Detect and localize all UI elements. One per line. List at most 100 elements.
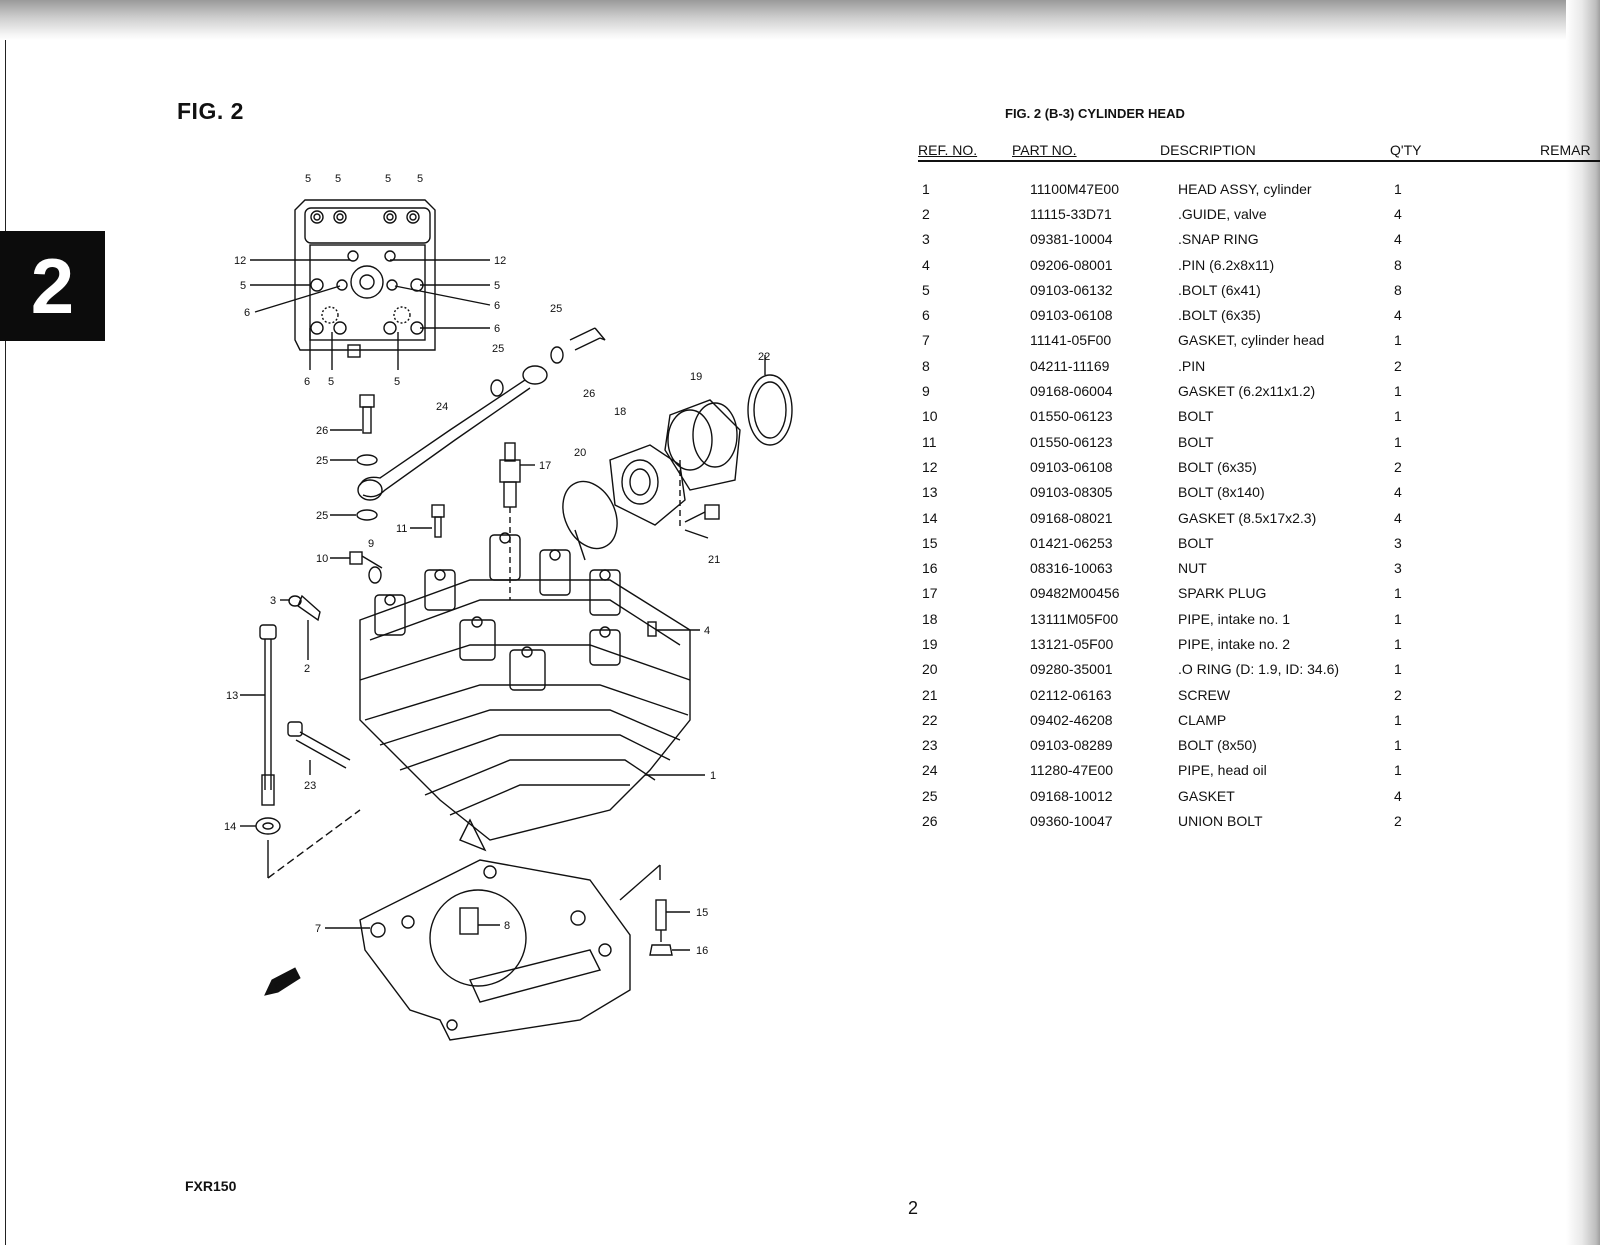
cell-part-no: 09280-35001 (1030, 661, 1113, 678)
cell-description: .BOLT (6x35) (1178, 307, 1261, 324)
cell-remarks (1540, 631, 1600, 656)
cell-part-no: 09168-06004 (1030, 383, 1113, 400)
forward-arrow-icon: FWD (264, 967, 301, 996)
cell-ref-no: 6 (922, 307, 930, 324)
cell-remarks (1540, 733, 1600, 758)
cell-remarks (1540, 657, 1600, 682)
cell-qty: 4 (1394, 787, 1402, 804)
callout: 5 (417, 173, 423, 185)
cell-part-no: 01421-06253 (1030, 534, 1113, 551)
cell-part-no: 11115-33D71 (1030, 205, 1112, 222)
cell-description: .O RING (D: 1.9, ID: 34.6) (1178, 661, 1340, 678)
cell-ref-no: 21 (922, 686, 938, 703)
figure-label: FIG. 2 (177, 98, 244, 124)
cell-ref-no: 17 (922, 585, 938, 602)
callouts: 5 5 5 5 12 12 5 5 6 6 6 6 5 5 25 25 26 2… (224, 173, 770, 957)
cell-description: SCREW (1178, 686, 1231, 703)
cell-description: BOLT (6x35) (1178, 458, 1257, 475)
cell-qty: 2 (1394, 458, 1402, 475)
cell-ref-no: 15 (922, 534, 938, 551)
cell-qty: 3 (1394, 560, 1402, 577)
cell-description: PIPE, head oil (1178, 762, 1267, 779)
cell-qty: 4 (1394, 205, 1402, 222)
cell-ref-no: 13 (922, 484, 938, 501)
callout: 12 (234, 255, 246, 267)
header-remarks: REMAR (1540, 140, 1600, 162)
cell-ref-no: 24 (922, 762, 938, 779)
callout: 1 (710, 770, 716, 782)
cell-part-no: 02112-06163 (1030, 686, 1112, 703)
cell-qty: 1 (1394, 661, 1402, 678)
section-tab: 2 (0, 231, 105, 341)
cell-qty: 2 (1394, 357, 1402, 374)
cell-remarks (1540, 480, 1600, 505)
cell-ref-no: 5 (922, 281, 930, 298)
head-gasket (325, 859, 661, 1041)
cell-description: NUT (1178, 560, 1207, 577)
callout: 6 (494, 323, 500, 335)
cell-ref-no: 16 (922, 560, 938, 577)
cell-ref-no: 4 (922, 256, 930, 273)
cell-qty: 1 (1394, 635, 1402, 652)
cell-remarks (1540, 161, 1600, 201)
callout: 7 (315, 923, 321, 935)
cell-remarks (1540, 429, 1600, 454)
cell-remarks (1540, 606, 1600, 631)
cell-qty: 1 (1394, 332, 1402, 349)
cell-description: BOLT (8x140) (1178, 484, 1265, 501)
callout: 22 (758, 351, 770, 363)
cell-qty: 1 (1394, 762, 1402, 779)
cylinder-head-body (359, 532, 705, 852)
cell-description: PIPE, intake no. 2 (1178, 635, 1291, 652)
cell-part-no: 09103-06108 (1030, 307, 1113, 324)
model-name: FXR150 (185, 1178, 237, 1194)
cell-description: .SNAP RING (1178, 231, 1259, 248)
cell-qty: 1 (1394, 180, 1402, 197)
cell-qty: 3 (1394, 534, 1402, 551)
cell-part-no: 09168-08021 (1030, 509, 1113, 526)
callout: 5 (328, 376, 334, 388)
cell-remarks (1540, 454, 1600, 479)
cell-part-no: 09103-06108 (1030, 458, 1113, 475)
cell-remarks (1540, 758, 1600, 783)
cell-qty: 1 (1394, 408, 1402, 425)
cell-qty: 8 (1394, 281, 1402, 298)
header-qty: Q'TY (1390, 140, 1540, 162)
callout: 8 (504, 920, 510, 932)
cell-remarks (1540, 808, 1600, 833)
cell-part-no: 09482M00456 (1030, 585, 1120, 602)
callout: 16 (696, 945, 708, 957)
cell-part-no: 09381-10004 (1030, 231, 1113, 248)
callout: 6 (304, 376, 310, 388)
callout: 11 (396, 523, 407, 535)
cell-remarks (1540, 530, 1600, 555)
cell-qty: 1 (1394, 383, 1402, 400)
cell-description: HEAD ASSY, cylinder (1178, 180, 1312, 197)
cell-part-no: 13111M05F00 (1030, 610, 1119, 627)
cell-remarks (1540, 404, 1600, 429)
callout: 6 (244, 307, 250, 319)
cell-part-no: 11141-05F00 (1030, 332, 1112, 349)
callout: 17 (539, 460, 551, 472)
cell-remarks (1540, 302, 1600, 327)
callout: 5 (335, 173, 341, 185)
cell-ref-no: 23 (922, 737, 938, 754)
cell-remarks (1540, 252, 1600, 277)
cell-part-no: 09402-46208 (1030, 711, 1113, 728)
cell-ref-no: 2 (922, 205, 930, 222)
callout: 5 (394, 376, 400, 388)
cell-part-no: 01550-06123 (1030, 408, 1113, 425)
callout: 6 (494, 300, 500, 312)
